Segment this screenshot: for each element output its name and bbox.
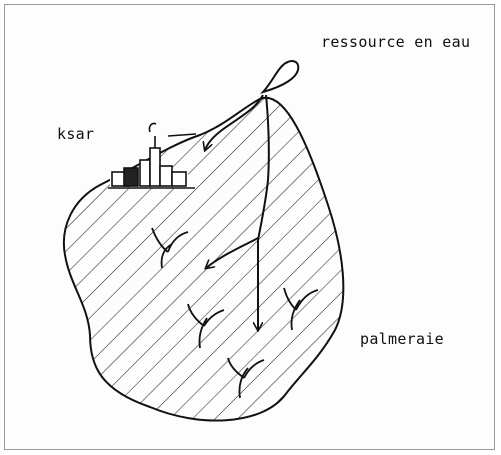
palm-grove-label: palmeraie — [360, 330, 444, 348]
flow-arrow-to-ksar — [205, 94, 264, 150]
palm-tree-icon — [283, 287, 319, 331]
water-source-shape — [259, 60, 300, 94]
palm-grove-area — [63, 96, 345, 422]
water-resource-label: ressource en eau — [321, 33, 471, 51]
ksar-icon — [108, 122, 197, 189]
palm-tree-icon — [227, 357, 265, 399]
ksar-label: ksar — [57, 125, 95, 143]
flow-main-channel — [257, 94, 270, 241]
palm-tree-icon — [187, 303, 225, 349]
palm-tree-icon — [151, 227, 189, 269]
flow-arrow-left-branch — [206, 237, 259, 268]
